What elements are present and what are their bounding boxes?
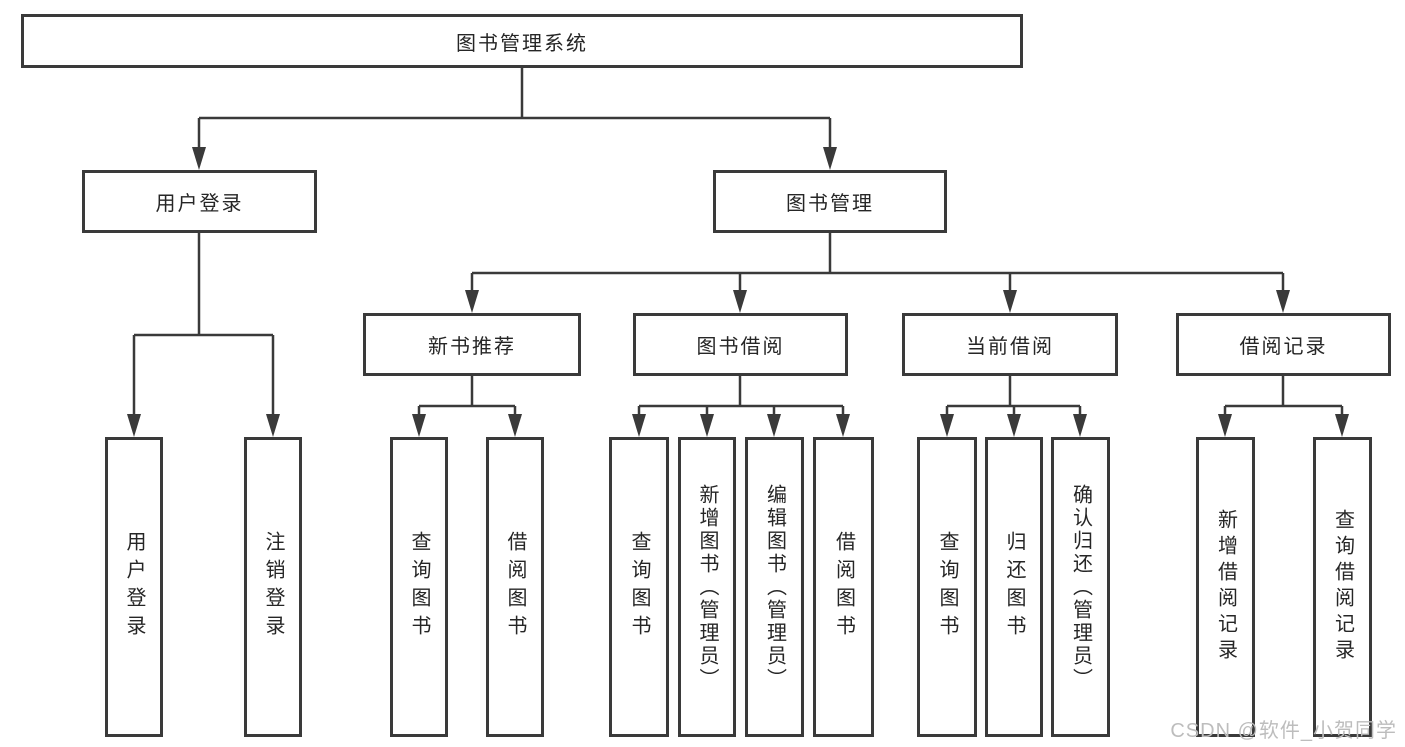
leaf-label: 归还图书 [1003, 531, 1025, 643]
leaf-label: 编辑图书（管理员） [763, 483, 786, 691]
leaf-label: 确认归还（管理员） [1069, 483, 1092, 691]
connector-lines [132, 68, 1344, 418]
leaf-label: 查询图书 [628, 531, 650, 643]
node-book-borrowing: 图书借阅 [633, 313, 848, 376]
leaf-records-add-record: 新增借阅记录 [1196, 437, 1255, 737]
leaf-borrowing-borrow-books: 借阅图书 [813, 437, 874, 737]
node-current-borrowing: 当前借阅 [902, 313, 1118, 376]
leaf-label: 新增图书（管理员） [696, 483, 718, 691]
leaf-records-query-record: 查询借阅记录 [1313, 437, 1372, 737]
leaf-recommend-borrow-books: 借阅图书 [486, 437, 544, 737]
node-label: 当前借阅 [966, 336, 1054, 358]
leaf-label: 查询借阅记录 [1331, 509, 1354, 665]
leaf-recommend-query-books: 查询图书 [390, 437, 448, 737]
node-label: 图书借阅 [696, 336, 785, 358]
leaf-borrowing-edit-books-admin: 编辑图书（管理员） [745, 437, 804, 737]
node-new-book-recommend: 新书推荐 [363, 313, 581, 376]
node-library-system: 图书管理系统 [21, 14, 1023, 68]
leaf-label: 查询图书 [936, 531, 958, 643]
leaf-current-query-books: 查询图书 [917, 437, 977, 737]
node-book-management: 图书管理 [713, 170, 947, 233]
csdn-watermark: CSDN @软件_小贺同学 [1170, 720, 1397, 742]
leaf-label: 注销登录 [262, 531, 284, 643]
node-label: 用户登录 [155, 193, 244, 215]
node-label: 借阅记录 [1239, 336, 1328, 358]
arrowheads [127, 147, 1349, 437]
node-user-login: 用户登录 [82, 170, 317, 233]
leaf-borrowing-add-books-admin: 新增图书（管理员） [678, 437, 736, 737]
leaf-current-confirm-return-admin: 确认归还（管理员） [1051, 437, 1110, 737]
node-label: 图书管理 [786, 193, 874, 215]
leaf-label: 借阅图书 [832, 531, 855, 643]
leaf-label: 新增借阅记录 [1214, 509, 1237, 665]
node-label: 图书管理系统 [456, 32, 588, 55]
leaf-borrowing-query-books: 查询图书 [609, 437, 669, 737]
leaf-logout-login: 注销登录 [244, 437, 302, 737]
leaf-label: 用户登录 [123, 531, 145, 643]
node-label: 新书推荐 [428, 336, 516, 358]
leaf-label: 查询图书 [408, 531, 430, 643]
leaf-current-return-books: 归还图书 [985, 437, 1043, 737]
node-borrowing-records: 借阅记录 [1176, 313, 1391, 376]
leaf-label: 借阅图书 [504, 531, 526, 643]
leaf-user-login: 用户登录 [105, 437, 163, 737]
